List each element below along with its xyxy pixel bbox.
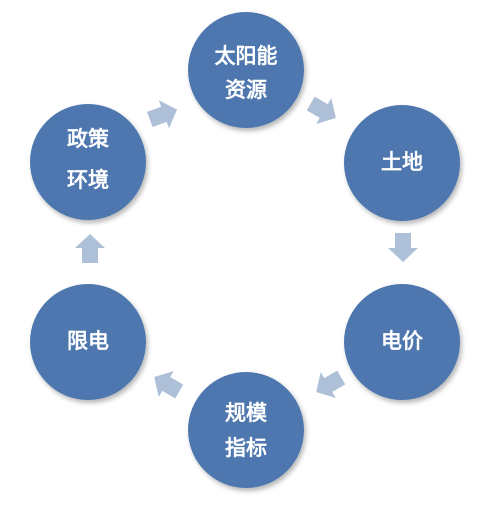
node-curtail-label: 限电 [67, 329, 109, 353]
node-scale-quota: 规模 指标 [188, 372, 304, 488]
node-scale-label-line2: 指标 [225, 436, 267, 460]
arrow-price-to-scale [316, 370, 346, 398]
node-land-label: 土地 [381, 150, 423, 174]
node-solar-label-line2: 资源 [225, 78, 267, 102]
node-land: 土地 [344, 105, 460, 221]
node-solar-label-line1: 太阳能 [215, 44, 278, 68]
node-curtailment: 限电 [30, 284, 146, 400]
node-price-label: 电价 [381, 329, 424, 353]
node-policy-label-line2: 环境 [67, 168, 109, 192]
arrow-scale-to-curtail [154, 371, 184, 399]
arrow-land-to-price [388, 233, 418, 262]
arrow-solar-to-land [306, 96, 336, 124]
node-scale-label-line1: 规模 [225, 401, 268, 425]
node-policy-label-line1: 政策 [67, 127, 110, 151]
arrow-policy-to-solar [147, 100, 178, 129]
node-solar-resources: 太阳能 资源 [188, 12, 304, 128]
node-electricity-price: 电价 [344, 284, 460, 400]
node-policy-environment: 政策 环境 [30, 104, 146, 220]
arrow-curtail-to-policy [75, 234, 105, 263]
